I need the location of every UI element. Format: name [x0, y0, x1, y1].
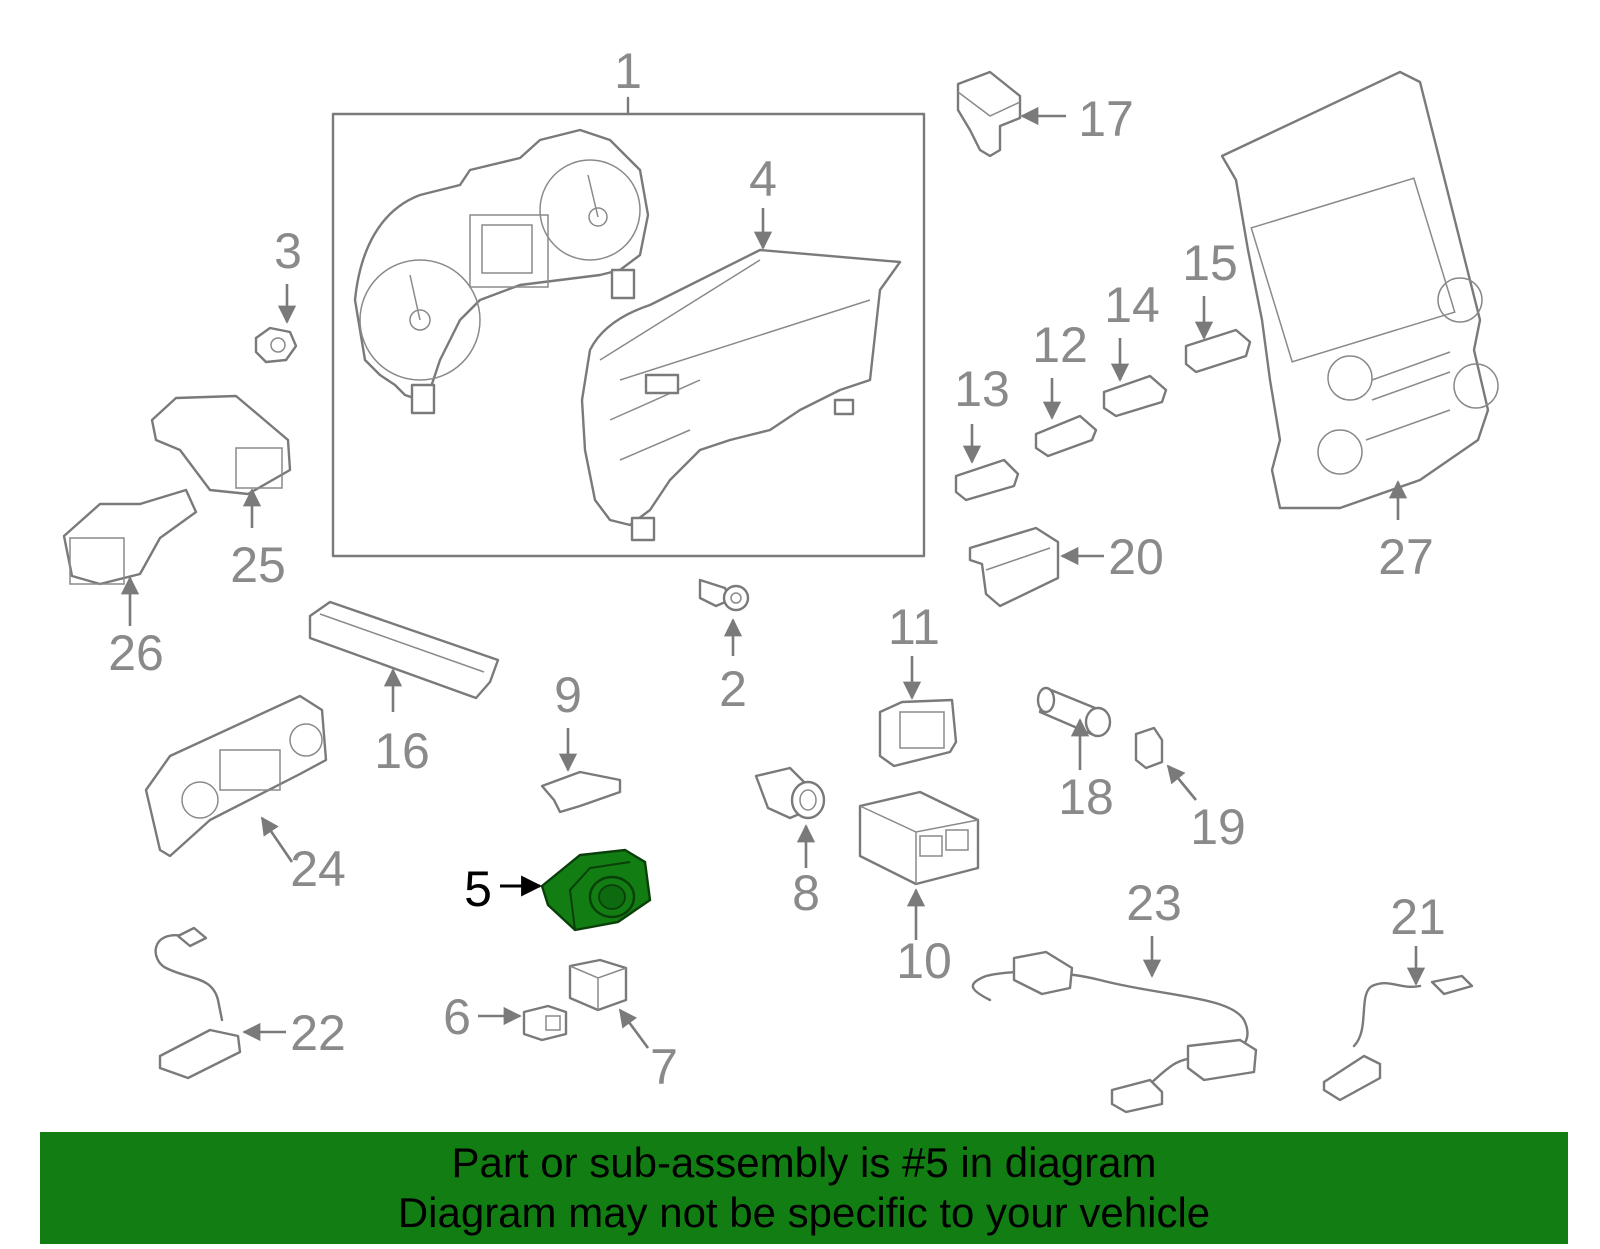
- part-5-switch-highlighted: [500, 848, 652, 932]
- callout-11: 11: [888, 599, 940, 655]
- callout-22: 22: [290, 1005, 346, 1061]
- callout-4: 4: [749, 151, 777, 207]
- part-22-lamp-harness: [154, 926, 286, 1080]
- part-24-climate-panel: [144, 694, 328, 863]
- part-13-button: [954, 424, 1020, 502]
- callout-20: 20: [1108, 529, 1164, 585]
- part-1-instrument-cluster: [331, 96, 926, 558]
- callout-17: 17: [1078, 91, 1134, 147]
- part-25-connector: [150, 394, 292, 528]
- part-2-screw: [698, 578, 750, 656]
- part-8-power-outlet: [754, 766, 826, 868]
- callout-25: 25: [230, 537, 286, 593]
- callout-14: 14: [1104, 277, 1160, 333]
- callout-2: 2: [719, 661, 747, 717]
- banner-line-2: Diagram may not be specific to your vehi…: [397, 1189, 1211, 1236]
- callout-18: 18: [1058, 769, 1114, 825]
- part-6-clip: [478, 1004, 568, 1042]
- callout-7: 7: [650, 1039, 678, 1095]
- part-9-bracket: [540, 728, 622, 814]
- callout-16: 16: [374, 723, 430, 779]
- callout-6: 6: [443, 989, 471, 1045]
- part-16-trim-strip: [308, 600, 500, 712]
- part-11-bezel: [878, 656, 958, 768]
- part-27-center-bezel: [1220, 70, 1499, 520]
- callout-12: 12: [1032, 317, 1088, 373]
- part-14-button: [1102, 338, 1168, 418]
- callout-15: 15: [1182, 235, 1238, 291]
- part-10-switch-housing: [858, 790, 980, 940]
- banner-line-1: Part or sub-assembly is #5 in diagram: [451, 1139, 1157, 1186]
- callout-26: 26: [108, 625, 164, 681]
- part-15-button: [1184, 296, 1252, 374]
- part-19-clip: [1134, 726, 1198, 801]
- part-3-nut: [254, 284, 298, 364]
- callout-10: 10: [896, 933, 952, 989]
- callout-5-highlighted: 5: [464, 861, 492, 917]
- part-20-switch-module: [968, 526, 1104, 608]
- part-7-connector: [568, 958, 650, 1049]
- info-banner: Part or sub-assembly is #5 in diagram Di…: [40, 1132, 1568, 1244]
- callout-19: 19: [1190, 799, 1246, 855]
- callout-24: 24: [290, 841, 346, 897]
- callout-13: 13: [954, 361, 1010, 417]
- callout-21: 21: [1390, 889, 1446, 945]
- callout-8: 8: [792, 865, 820, 921]
- callout-3: 3: [274, 223, 302, 279]
- callout-9: 9: [554, 667, 582, 723]
- part-12-button: [1034, 378, 1098, 458]
- part-18-pin: [1036, 686, 1112, 770]
- part-26-bulb-socket: [62, 488, 198, 626]
- part-21-lamp-harness: [1322, 946, 1474, 1102]
- callout-1: 1: [614, 43, 642, 99]
- callout-27: 27: [1378, 529, 1434, 585]
- part-23-wiring-harness: [971, 936, 1258, 1114]
- callout-23: 23: [1126, 875, 1182, 931]
- part-17-knob-cap: [956, 70, 1066, 158]
